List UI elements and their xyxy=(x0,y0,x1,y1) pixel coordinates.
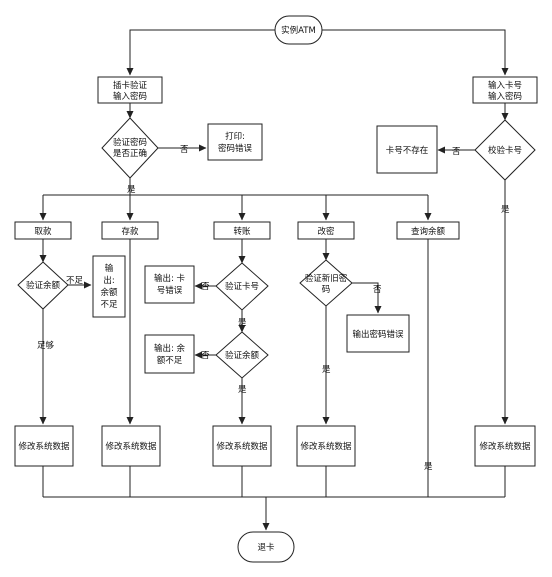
node-end xyxy=(237,531,295,563)
node-entercard-line1: 输入卡号 xyxy=(488,80,522,91)
node-cp-err-label: 输出密码错误 xyxy=(352,329,404,340)
node-withdraw-label: 取款 xyxy=(34,226,52,237)
edge-cpverify-err xyxy=(352,282,382,314)
node-pwcheck-line2: 是否正确 xyxy=(113,148,147,159)
node-upd2 xyxy=(101,425,161,467)
label-cp-no: 否 xyxy=(373,285,382,295)
node-entercard-line2: 输入密码 xyxy=(488,91,522,102)
node-printerr-line1: 打印: xyxy=(225,131,245,142)
node-upd3-label: 修改系统数据 xyxy=(216,441,268,452)
node-end-label: 退卡 xyxy=(257,542,275,553)
node-insert xyxy=(97,76,163,104)
node-tr-balance-err-line1: 输出: 余 xyxy=(154,343,186,354)
node-tr-balance xyxy=(215,331,269,379)
label-tr-bal-yes: 是 xyxy=(238,385,247,395)
label-cp-yes: 是 xyxy=(322,365,331,375)
node-upd2-label: 修改系统数据 xyxy=(105,441,157,452)
node-cp-verify-line2: 码 xyxy=(322,285,331,295)
label-tr-card-no: 否 xyxy=(201,282,210,292)
label-yes-card: 是 xyxy=(501,205,510,215)
node-wd-error-line1: 输 xyxy=(105,263,114,274)
node-tr-card-err-line1: 输出: 卡 xyxy=(154,273,186,284)
node-printerr-line2: 密码错误 xyxy=(218,143,253,154)
node-deposit xyxy=(101,221,159,240)
node-insert-line1: 插卡验证 xyxy=(113,80,148,91)
label-no-pw: 否 xyxy=(180,145,189,155)
edge-start-right xyxy=(322,29,509,76)
node-deposit-label: 存款 xyxy=(121,226,139,237)
node-cardcheck xyxy=(474,119,536,181)
node-printerr xyxy=(207,123,263,161)
label-query-yes: 是 xyxy=(424,462,433,472)
edge-labels: 否 否 是 是 不足 足够 否 是 否 是 否 是 是 xyxy=(37,145,510,472)
node-upd1-label: 修改系统数据 xyxy=(18,441,70,452)
node-wd-error-line2: 出: xyxy=(103,275,114,286)
node-cardmissing-label: 卡号不存在 xyxy=(386,145,429,156)
label-yes-pw: 是 xyxy=(127,185,136,195)
node-withdraw xyxy=(14,221,72,240)
node-upd5 xyxy=(474,425,536,467)
node-tr-card xyxy=(215,262,269,311)
node-upd3 xyxy=(212,425,272,467)
node-changepw xyxy=(297,221,355,240)
edge-start-left xyxy=(126,29,275,76)
node-wd-error xyxy=(92,255,126,318)
node-cardcheck-label: 校验卡号 xyxy=(488,145,522,156)
node-transfer xyxy=(213,221,271,240)
node-changepw-label: 改密 xyxy=(317,226,335,237)
node-cp-verify-line1: 验证新旧密 xyxy=(305,273,348,284)
label-tr-bal-no: 否 xyxy=(201,351,210,361)
edges xyxy=(39,29,509,531)
node-entercard xyxy=(472,76,538,104)
node-start-label: 实例ATM xyxy=(281,25,316,36)
node-upd4-label: 修改系统数据 xyxy=(300,441,352,452)
node-tr-card-err xyxy=(144,265,195,304)
node-cp-err xyxy=(346,314,410,353)
node-tr-balance-label: 验证余额 xyxy=(225,350,260,361)
node-wd-error-line3: 余额 xyxy=(100,287,118,298)
label-tr-card-yes: 是 xyxy=(238,318,247,328)
node-transfer-label: 转账 xyxy=(233,226,251,237)
node-query xyxy=(396,221,460,240)
node-upd4 xyxy=(296,425,356,467)
node-insert-line2: 输入密码 xyxy=(113,91,147,102)
node-pwcheck-line1: 验证密码 xyxy=(113,137,147,148)
node-tr-balance-err-line2: 额不足 xyxy=(157,355,183,366)
node-cardmissing xyxy=(376,125,438,174)
node-query-label: 查询余额 xyxy=(411,226,446,237)
node-tr-balance-err xyxy=(144,334,195,374)
label-enough: 足够 xyxy=(37,340,55,351)
node-cp-verify xyxy=(299,259,353,307)
node-start xyxy=(274,15,323,45)
node-tr-card-label: 验证卡号 xyxy=(225,281,259,292)
node-wd-balance xyxy=(17,261,69,310)
node-upd1 xyxy=(14,425,74,467)
label-insufficient: 不足 xyxy=(66,276,84,286)
label-no-card: 否 xyxy=(452,147,461,157)
node-pwcheck xyxy=(101,117,159,179)
node-upd5-label: 修改系统数据 xyxy=(479,441,531,452)
node-tr-card-err-line2: 号错误 xyxy=(157,285,183,296)
node-wd-balance-label: 验证余额 xyxy=(26,280,61,291)
node-wd-error-line4: 不足 xyxy=(100,300,118,310)
